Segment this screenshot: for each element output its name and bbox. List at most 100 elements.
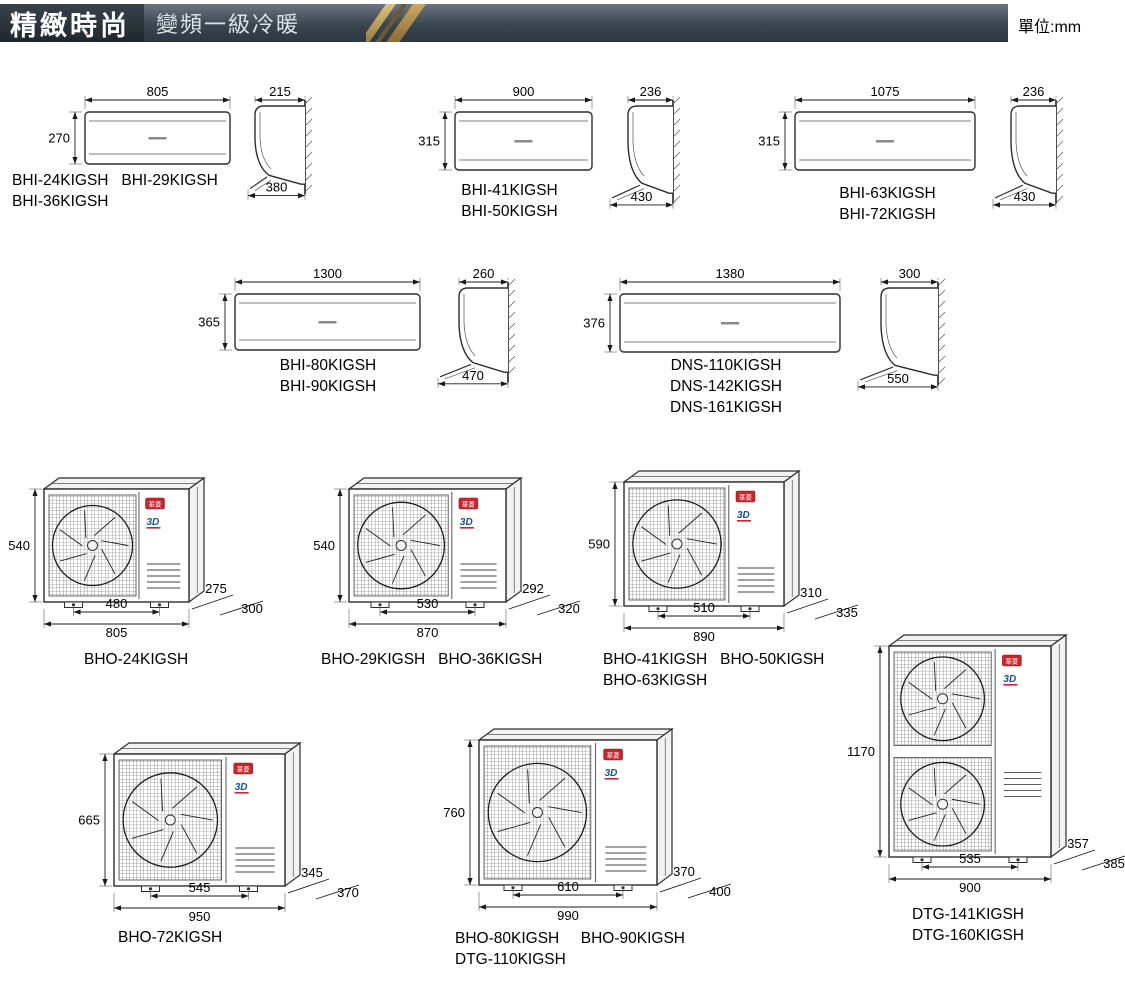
outdoor-unit-models-1: BHO-24KIGSH — [84, 649, 344, 670]
outdoor-side-panel — [656, 727, 673, 887]
louver-flap — [439, 363, 472, 378]
dim-indoor-total-depth: 550 — [887, 371, 909, 386]
decorative-stripes-icon — [366, 4, 444, 42]
brand-badge — [735, 490, 756, 503]
model-number: BHO-72KIGSH — [118, 929, 223, 946]
louver-flap — [249, 176, 268, 190]
dim-outdoor-height: 540 — [8, 538, 30, 553]
dim-outdoor-depth-feet: 345 — [301, 865, 323, 880]
indoor-unit-models-1: BHI-24KIGSH BHI-29KIGSH BHI-36KIGSH — [12, 170, 252, 212]
dim-outdoor-depth-total: 400 — [709, 884, 731, 899]
dim-indoor-height: 315 — [758, 134, 780, 149]
brand-badge-text: 華菱 — [1005, 657, 1019, 666]
brand-badge-text: 華菱 — [607, 751, 621, 760]
brand-badge-text: 華菱 — [462, 500, 476, 509]
outdoor-side-panel — [1050, 633, 1067, 859]
fan-hub — [937, 798, 949, 810]
dim-outdoor-depth-total: 335 — [836, 605, 858, 620]
dim-indoor-top-depth: 236 — [1023, 84, 1045, 99]
brand-badge-text: 華菱 — [149, 500, 163, 509]
outdoor-side-panel — [188, 476, 205, 604]
dim-indoor-total-depth: 430 — [1014, 189, 1036, 204]
indoor-side-profile — [458, 287, 508, 373]
outdoor-unit-models-6: DTG-141KIGSH DTG-160KIGSH — [897, 904, 1039, 946]
model-number: DNS-110KIGSH — [670, 357, 782, 374]
brand-badge-text: 華菱 — [739, 493, 753, 502]
dim-outdoor-depth-total: 385 — [1103, 856, 1125, 871]
dim-outdoor-height: 760 — [443, 805, 465, 820]
outdoor-unit-models-4: BHO-72KIGSH — [118, 927, 328, 948]
dim-indoor-height: 365 — [198, 315, 220, 330]
dim-outdoor-depth-feet: 275 — [205, 581, 227, 596]
model-number: BHI-90KIGSH — [279, 378, 377, 395]
model-number: DNS-161KIGSH — [670, 399, 782, 416]
dim-indoor-height: 270 — [48, 131, 70, 146]
tech-3d-badge: 3D — [605, 768, 618, 779]
fan-hub — [164, 814, 176, 826]
dim-outdoor-depth-feet: 370 — [673, 864, 695, 879]
dim-outdoor-total-width: 990 — [557, 908, 579, 923]
tech-3d-badge: 3D — [147, 517, 160, 528]
model-number: DTG-141KIGSH — [912, 906, 1024, 923]
louver-flap — [859, 366, 894, 381]
dim-indoor-width: 900 — [513, 84, 535, 99]
outdoor-side-panel — [284, 741, 301, 888]
fan-grille — [893, 757, 992, 852]
indoor-side-profile — [880, 287, 938, 376]
dim-outdoor-total-width: 890 — [693, 629, 715, 644]
outdoor-unit-models-2: BHO-29KIGSH BHO-36KIGSH — [321, 649, 581, 670]
model-number: BHO-29KIGSH BHO-36KIGSH — [321, 651, 543, 668]
header-bar: 精緻時尚 變頻一級冷暖 — [0, 4, 1008, 42]
tech-3d-badge: 3D — [235, 782, 248, 793]
model-number: DTG-110KIGSH — [455, 951, 566, 968]
model-number: BHI-36KIGSH — [12, 193, 109, 210]
outdoor-side-panel — [505, 476, 522, 604]
dim-outdoor-total-width: 950 — [189, 909, 211, 924]
dim-outdoor-feet-width: 530 — [417, 596, 439, 611]
fan-hub — [87, 540, 98, 551]
fan-hub — [395, 540, 407, 551]
brand-logo-mark — [514, 140, 533, 143]
dim-indoor-width: 1380 — [716, 266, 745, 281]
fan-hub — [671, 538, 683, 550]
dim-indoor-total-depth: 380 — [266, 180, 288, 195]
dim-outdoor-total-width: 870 — [417, 625, 439, 640]
brand-badge-text: 華菱 — [237, 765, 251, 774]
model-number: BHO-24KIGSH — [84, 651, 189, 668]
model-number: BHI-80KIGSH — [279, 357, 377, 374]
brand-badge — [603, 748, 623, 761]
model-number: BHI-24KIGSH BHI-29KIGSH — [12, 172, 218, 189]
tech-3d-badge: 3D — [737, 510, 750, 521]
model-number: DTG-160KIGSH — [912, 927, 1024, 944]
indoor-side-profile — [254, 105, 305, 185]
model-number: BHI-41KIGSH — [461, 182, 558, 199]
page-title: 精緻時尚 — [10, 10, 130, 41]
page-subtitle: 變頻一級冷暖 — [156, 12, 301, 37]
tech-3d-badge: 3D — [460, 517, 473, 528]
dim-indoor-width: 1300 — [313, 266, 342, 281]
dim-outdoor-feet-width: 510 — [693, 600, 715, 615]
dim-indoor-top-depth: 300 — [899, 266, 921, 281]
louver-flap — [994, 184, 1024, 199]
outdoor-side-panel — [783, 469, 800, 608]
brand-badge — [145, 497, 165, 510]
fan-hub — [531, 807, 543, 818]
brand-badge — [1002, 654, 1022, 667]
brand-badge — [458, 497, 479, 510]
model-number: BHO-41KIGSH BHO-50KIGSH — [603, 651, 825, 668]
louver-flap — [611, 184, 641, 199]
dim-outdoor-total-width: 900 — [959, 880, 981, 895]
fan-hub — [937, 693, 949, 705]
unit-label: 單位:mm — [1018, 19, 1082, 36]
